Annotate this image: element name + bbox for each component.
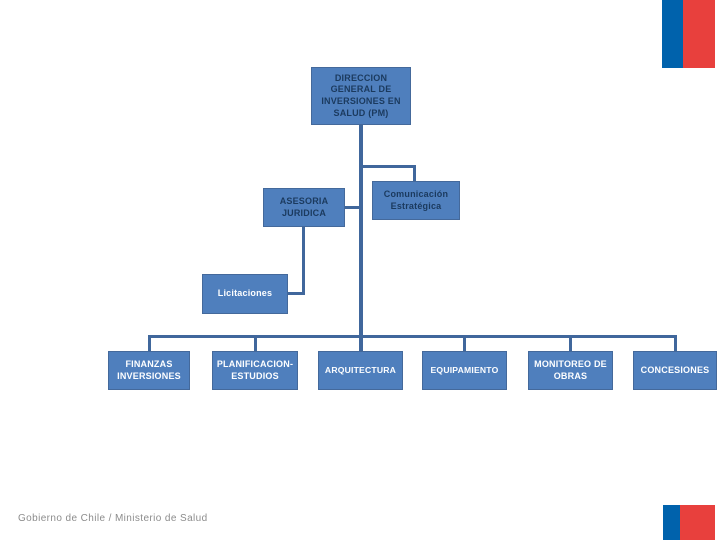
chile-flag-mark-top — [662, 0, 715, 68]
connector-stub-finanzas — [148, 335, 151, 351]
org-node-licitaciones: Licitaciones — [202, 274, 288, 314]
flag-blue-stripe — [663, 505, 680, 540]
connector-bottom-row-horizontal — [148, 335, 677, 338]
connector-comunicacion-horizontal — [361, 165, 416, 168]
org-node-equipamiento: EQUIPAMIENTO — [422, 351, 507, 390]
flag-red-stripe — [683, 0, 715, 68]
org-node-arquitectura: ARQUITECTURA — [318, 351, 403, 390]
connector-stub-equipamiento — [463, 335, 466, 351]
flag-blue-stripe — [662, 0, 683, 68]
connector-stub-concesiones — [674, 335, 677, 351]
org-node-direccion-general: DIRECCION GENERAL DE INVERSIONES EN SALU… — [311, 67, 411, 125]
org-node-planificacion-estudios: PLANIFICACION-ESTUDIOS — [212, 351, 298, 390]
connector-stub-planificacion — [254, 335, 257, 351]
connector-licitaciones-horizontal — [288, 292, 305, 295]
connector-licitaciones-vertical — [302, 227, 305, 295]
org-node-finanzas-inversiones: FINANZAS INVERSIONES — [108, 351, 190, 390]
connector-trunk-vertical — [359, 125, 363, 351]
connector-comunicacion-stub — [413, 165, 416, 181]
footer-government-caption: Gobierno de Chile / Ministerio de Salud — [18, 513, 208, 524]
org-node-concesiones: CONCESIONES — [633, 351, 717, 390]
chile-flag-mark-bottom — [663, 505, 715, 540]
org-node-comunicacion-estrategica: Comunicación Estratégica — [372, 181, 460, 220]
flag-red-stripe — [680, 505, 715, 540]
connector-asesoria-horizontal — [345, 206, 361, 209]
org-node-monitoreo-de-obras: MONITOREO DE OBRAS — [528, 351, 613, 390]
connector-stub-monitoreo — [569, 335, 572, 351]
org-node-asesoria-juridica: ASESORIA JURIDICA — [263, 188, 345, 227]
